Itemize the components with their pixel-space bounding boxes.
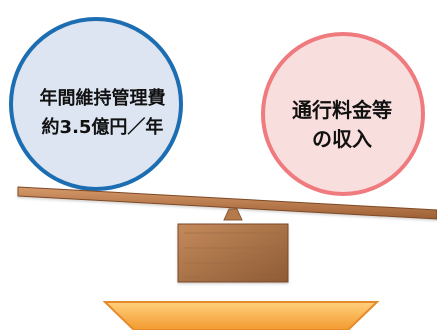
maintenance-cost-value: 約3.5億円／年 [41,117,164,138]
right-circle [261,32,425,196]
left-circle [9,17,183,191]
toll-income-subtitle: の収入 [312,127,372,151]
maintenance-cost-title: 年間維持管理費 [39,88,166,109]
down-arrow [102,301,380,331]
fulcrum [223,208,243,221]
toll-income-title: 通行料金等 [292,98,392,122]
base-block [177,223,289,283]
beam [17,186,437,220]
